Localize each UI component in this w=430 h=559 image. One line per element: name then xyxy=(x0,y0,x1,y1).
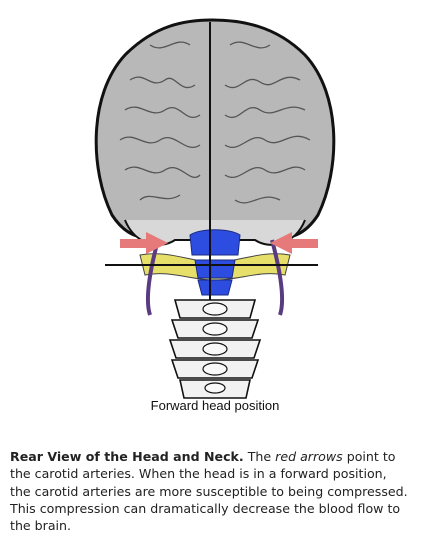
figure-label: Forward head position xyxy=(150,398,280,413)
caption-paragraph: Rear View of the Head and Neck. The red … xyxy=(10,448,410,534)
caption-italic: red arrows xyxy=(275,449,343,464)
caption-title: Rear View of the Head and Neck. xyxy=(10,449,244,464)
spinous-processes xyxy=(202,302,228,394)
anatomy-figure xyxy=(94,18,336,399)
red-arrow-right xyxy=(270,232,318,254)
head-neck-illustration xyxy=(94,18,336,399)
caption-text-1: The xyxy=(243,449,276,464)
artery-right xyxy=(270,239,284,316)
skull xyxy=(94,18,336,240)
brain-folds xyxy=(119,41,311,204)
blue-structure xyxy=(189,229,241,296)
red-arrow-left xyxy=(120,232,168,254)
caption-text-2: point to the carotid arteries. When the … xyxy=(10,449,408,534)
